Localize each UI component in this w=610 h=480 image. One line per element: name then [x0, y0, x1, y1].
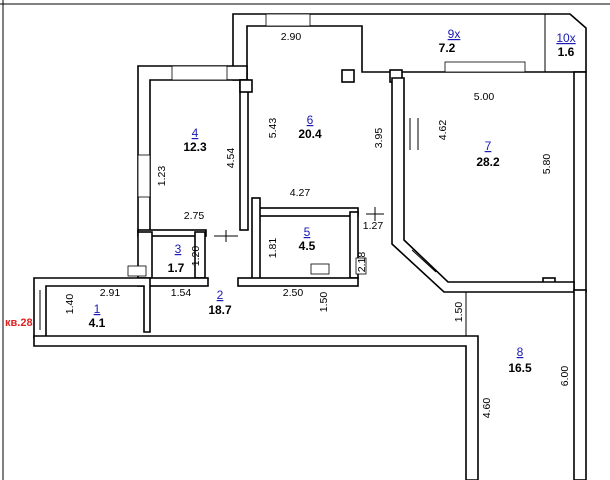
room-9x-area: 7.2	[439, 41, 456, 55]
room-4-number: 4	[192, 126, 199, 140]
dim-room5-vertical: 2.18	[356, 252, 368, 273]
dim-room4-bottom: 2.75	[184, 210, 205, 222]
bottom-wall	[33, 335, 479, 480]
dim-room2-vertical: 1.50	[318, 292, 330, 313]
dim-room5-bottom: 2.50	[283, 287, 304, 299]
dim-room8-left: 4.60	[481, 398, 493, 419]
room-8-area: 16.5	[508, 361, 532, 375]
room-10x-area: 1.6	[558, 45, 575, 59]
apartment-label: кв.28	[5, 317, 33, 329]
dim-loggia-top: 2.90	[281, 31, 302, 43]
dim-room1-left: 1.40	[64, 294, 76, 315]
room-6-bottom-wall	[257, 207, 359, 217]
room-8-number: 8	[517, 345, 524, 359]
room-3-fixture	[127, 265, 147, 277]
dim-room6-right: 3.95	[373, 128, 385, 149]
dim-room8-top: 1.50	[453, 302, 465, 323]
room-1-number: 1	[94, 302, 101, 316]
room-7-right-wall	[573, 71, 587, 293]
dim-room7-top: 5.00	[474, 91, 495, 103]
room-3-number: 3	[175, 242, 182, 256]
room-5-fixture-2	[355, 257, 367, 275]
dim-room6-vertical: 5.43	[267, 118, 279, 139]
room-3-area: 1.7	[168, 261, 185, 275]
room-5-fixture	[310, 263, 330, 275]
loggia-window	[265, 13, 311, 27]
dim-room5-right: 1.27	[363, 220, 384, 232]
room-9x-number: 9х	[448, 27, 461, 41]
room-7-diagonal-wall	[391, 77, 575, 293]
dim-room8-right: 6.00	[559, 366, 571, 387]
column-1	[239, 79, 253, 93]
dim-room5-left: 1.81	[267, 238, 279, 259]
dim-room3-right: 1.20	[190, 246, 202, 267]
dim-room7-left: 4.62	[437, 120, 449, 141]
room-4-area: 12.3	[183, 140, 207, 154]
room-5-left-wall	[251, 197, 261, 281]
room-10x-number: 10х	[556, 31, 575, 45]
loggia-window-2	[444, 61, 526, 73]
room-2-area: 18.7	[208, 303, 232, 317]
room-6-area: 20.4	[298, 127, 322, 141]
room-4-side-window	[137, 154, 151, 198]
dim-room3-bottom: 1.54	[171, 287, 192, 299]
dim-room1-top: 2.91	[100, 287, 121, 299]
dim-room7-right: 5.80	[541, 154, 553, 175]
dim-room6-bottom: 4.27	[290, 187, 311, 199]
column-2	[341, 69, 355, 83]
room-7-number: 7	[485, 139, 492, 153]
room-6-number: 6	[307, 113, 314, 127]
room-5-area: 4.5	[299, 239, 316, 253]
dim-room4-right: 4.54	[225, 148, 237, 169]
room-5-number: 5	[304, 225, 311, 239]
diagonal-door	[411, 249, 437, 273]
wall-room4-room6	[239, 79, 249, 231]
room-1-area: 4.1	[89, 316, 106, 330]
room-7-area: 28.2	[476, 155, 500, 169]
room-8-right-wall	[573, 289, 587, 480]
dim-room4-left: 1.23	[156, 166, 168, 187]
room-2-number: 2	[217, 288, 224, 302]
room-5-bottom-wall	[237, 277, 359, 287]
room-4-window	[171, 65, 228, 81]
